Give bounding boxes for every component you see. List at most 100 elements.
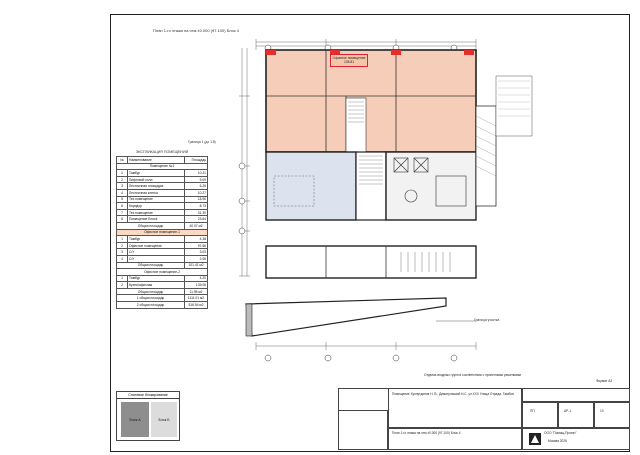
bottom-dimension-lines [255, 342, 477, 350]
room-area: 31.30 [184, 208, 208, 217]
room-number: 2 [116, 281, 128, 289]
boundary-note: Граница 1 (до 1.8) [188, 140, 216, 144]
total-value: 101.41 м2 [184, 261, 208, 270]
title-block [338, 388, 630, 452]
top-dimension-lines [255, 39, 477, 50]
room-name: Офисное помещение [127, 241, 185, 250]
room-name: Кухня/офисная [127, 281, 185, 289]
table-section-header: Офисное помещение-1 [116, 228, 208, 237]
company-logo-icon [529, 433, 541, 445]
grand-total-value: 516.94 м2 [184, 301, 208, 309]
note-text: Отделка входных групп в соответствии с п… [424, 373, 522, 377]
total-value: 40.07 м2 [184, 221, 208, 230]
room-number: 1 [116, 235, 128, 243]
room-area: 23.64 [184, 215, 208, 223]
table-section-header: Помещение №1 [116, 162, 208, 171]
room-name: Коридор [127, 202, 185, 210]
section-title: Офисное помещение-1 [116, 228, 208, 237]
left-dimension-lines [239, 48, 250, 277]
col-header-name: Наименование [127, 156, 185, 164]
block-legend: Стилевое блокирование Блок А Блок Б [116, 391, 180, 441]
room-name: Лестничная клетка [127, 188, 185, 197]
room-area: 8.73 [184, 202, 208, 210]
stamp-drawing-name: План 1-го этажа на отм.±0.000 (97.100) Б… [392, 431, 461, 435]
explication-title: ЭКСПЛИКАЦИЯ ПОМЕЩЕНИЙ [135, 150, 189, 154]
room-number: 1 [116, 274, 128, 283]
room-name: Тамбур [127, 235, 185, 243]
stamp-stage: ПП [530, 409, 535, 413]
room-number: 4 [116, 188, 128, 197]
room-area: 10.27 [184, 188, 208, 197]
room-area: 6.26 [184, 182, 208, 190]
room-area: 4.38 [184, 235, 208, 243]
room-number: 6 [116, 202, 128, 210]
floor-plan [238, 39, 533, 362]
room-name: Помещение Блок4 [127, 215, 185, 223]
room-number: 1 [116, 169, 128, 177]
room-name: С/У [127, 254, 185, 263]
room-area: 4.20 [184, 274, 208, 283]
site-boundary-label: Граница участка [474, 318, 500, 322]
room-name: Тех.помещение [127, 195, 185, 204]
total-label: Общая площадь [116, 287, 185, 296]
legend-block-b: Блок Б [151, 402, 177, 437]
lower-block [265, 245, 477, 279]
room-area: 18.96 [184, 195, 208, 204]
room-name: Тамбур [127, 274, 185, 283]
total-value: 11.95 м2 [184, 287, 208, 296]
room-name: Тамбур [127, 169, 185, 177]
format-label: Формат А3 [596, 379, 613, 383]
room-name: С/У [127, 248, 185, 256]
stamp-city: Москва 2026 [548, 439, 567, 443]
col-header-area: Площадь [184, 156, 208, 164]
room-number: 7 [116, 208, 128, 217]
col-header-number: № [116, 156, 128, 164]
stamp-company: ООО "Помощ-Проект" [544, 431, 577, 435]
legend-title: Стилевое блокирование [117, 392, 179, 399]
room-name: Тех.помещение [127, 208, 185, 217]
callout-name: Офисное помещение [332, 56, 366, 60]
room-name: Лестничная площадка [127, 182, 185, 190]
total-label: Общая площадь [116, 221, 185, 230]
stamp-sheet-count: 10 [600, 409, 604, 413]
room-area: 2.06 [184, 254, 208, 263]
office-area-callout: Офисное помещение 135.81 [330, 54, 368, 67]
section-title: Офисное помещение-2 [116, 268, 208, 276]
room-number: 2 [116, 175, 128, 184]
room-area: 139.06 [184, 281, 208, 289]
room-name: Лифтовой холл [127, 175, 185, 184]
room-number: 3 [116, 248, 128, 256]
room-number: 2 [116, 241, 128, 250]
table-section-header: Офисное помещение-2 [116, 268, 208, 276]
grand-total-value: 1111.01 м2 [184, 294, 208, 303]
callout-area: 135.81 [343, 60, 355, 65]
room-area: 9.09 [184, 175, 208, 184]
stamp-sheet-number: АР-1 [564, 409, 572, 413]
room-area: 3.03 [184, 248, 208, 256]
room-number: 5 [116, 195, 128, 204]
explication-table: ЭКСПЛИКАЦИЯ ПОМЕЩЕНИЙ № Наименование Пло… [116, 150, 208, 309]
room-number: 8 [116, 215, 128, 223]
plan-title: План 1-го этажа на отм.±0.000 (97.100) Б… [153, 28, 239, 33]
total-label: Общая площадь [116, 261, 185, 270]
legend-block-a: Блок А [121, 402, 149, 437]
room-number: 3 [116, 182, 128, 190]
room-area: 10.21 [184, 169, 208, 177]
office-block-1 [265, 49, 477, 153]
